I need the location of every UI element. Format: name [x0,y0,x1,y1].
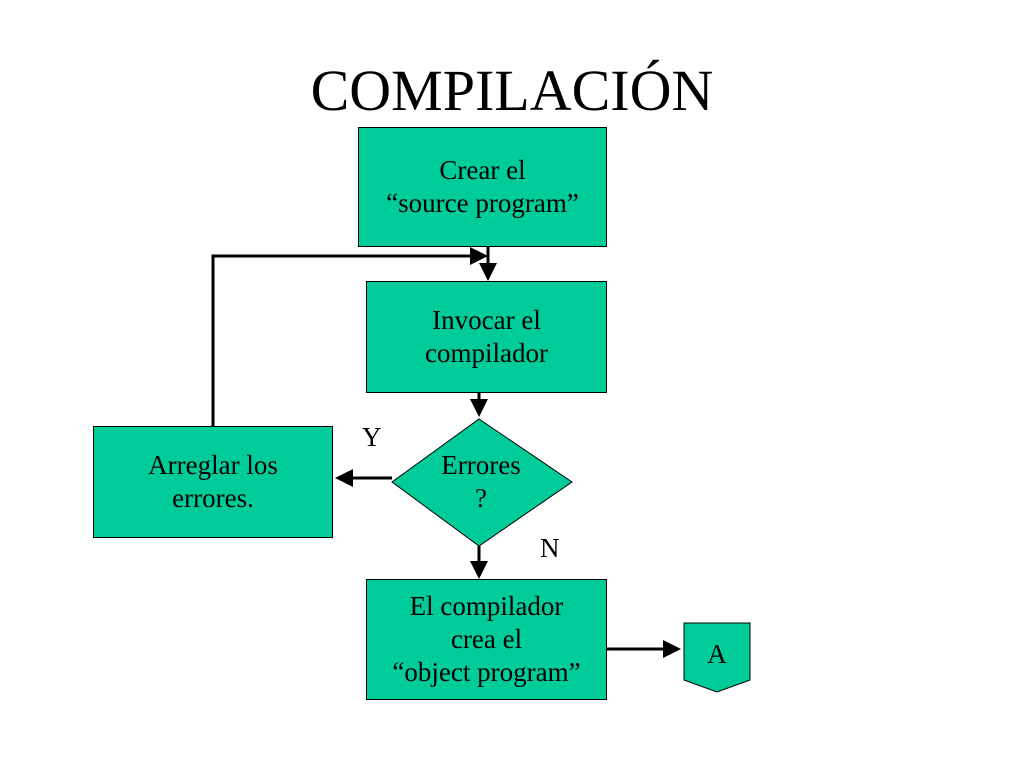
no-label: N [540,533,560,563]
invoke-compiler-line2: compilador [425,338,548,368]
arrow-fix-loop-back [211,247,488,426]
errors-decision-diamond [391,418,573,547]
invoke-compiler-box: Invocar el compilador [366,281,607,393]
yes-label: Y [362,422,382,452]
invoke-compiler-line1: Invocar el [432,305,541,335]
errors-decision-line1: Errores [441,450,521,480]
object-program-line1: El compilador [409,591,564,621]
fix-errors-line1: Arreglar los [148,450,278,480]
errors-decision-line2: ? [475,483,487,513]
object-program-line3: “object program” [392,657,581,687]
object-program-line2: crea el [450,624,523,654]
errors-decision-text: Errores ? [419,449,543,515]
fix-errors-box: Arreglar los errores. [93,426,333,538]
create-source-line1: Crear el [439,155,526,185]
page-title: COMPILACIÓN [310,58,714,123]
create-source-program-box: Crear el “source program” [358,127,607,247]
connector-a-shape [683,622,751,693]
object-program-box: El compilador crea el “object program” [366,579,607,700]
connector-a-label: A [707,639,727,669]
create-source-line2: “source program” [386,188,579,218]
fix-errors-line2: errores. [172,483,254,513]
